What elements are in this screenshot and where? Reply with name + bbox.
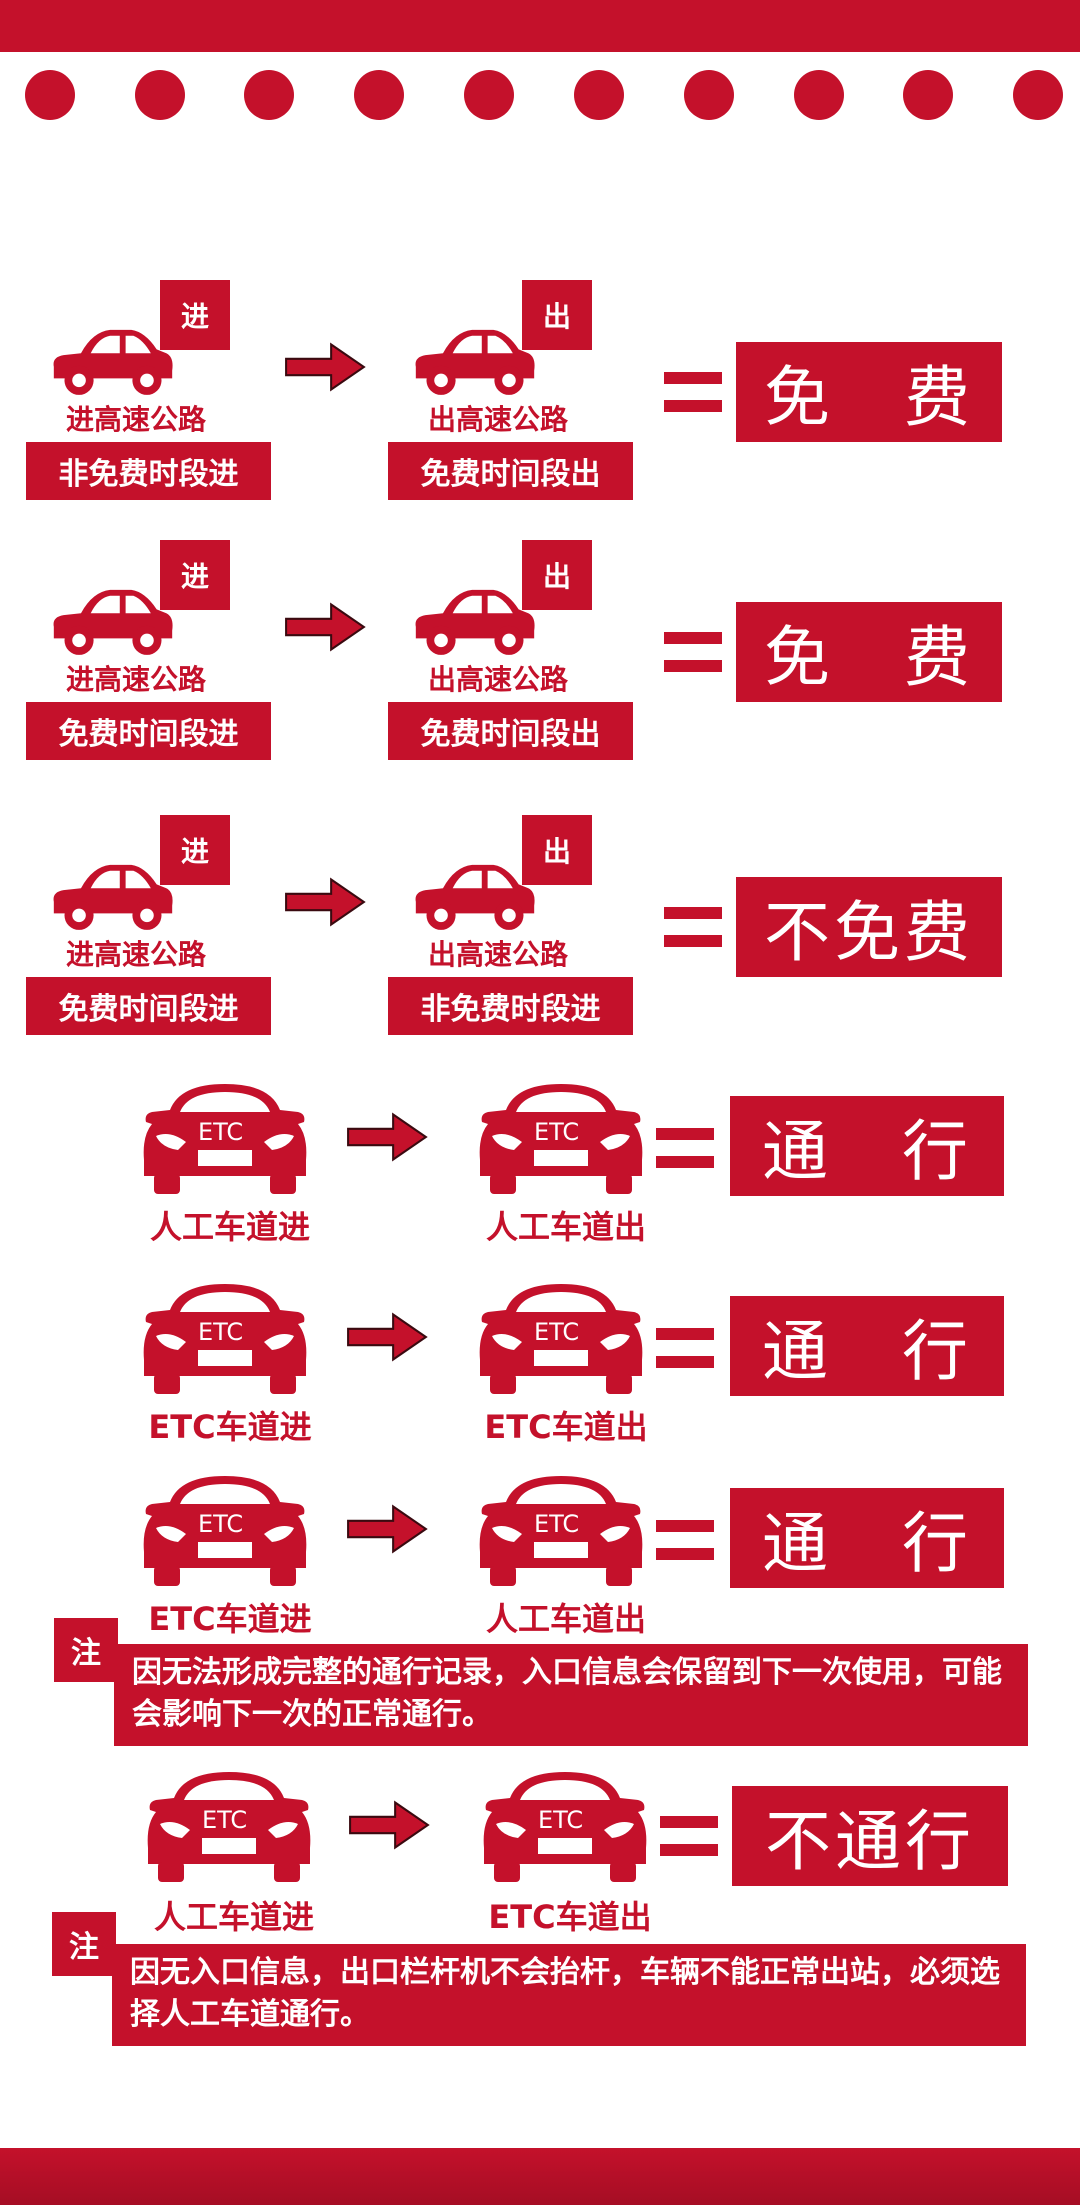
entry-time-label: 非免费时段进	[26, 442, 271, 500]
result-badge: 免 费	[736, 342, 1002, 442]
equals-icon	[664, 372, 722, 412]
right-arrow-icon	[347, 1313, 427, 1361]
car-side-icon	[415, 589, 535, 655]
result-badge: 不免费	[736, 877, 1002, 977]
car-side-icon	[415, 864, 535, 930]
car-side-icon	[53, 864, 173, 930]
equals-icon	[656, 1520, 714, 1560]
entry-lane-label: 人工车道进	[153, 1898, 314, 1936]
right-arrow-icon	[285, 878, 365, 926]
entry-time-label: 免费时间段进	[26, 977, 271, 1035]
entry-road-label: 进高速公路	[65, 663, 206, 696]
entry-group: 进 进高速公路 免费时间段进	[26, 540, 276, 770]
etc-row-3: ETC ETC车道进 ETC 人工车道出 通 行 注 因无法形成完整的通行记录，…	[0, 1472, 1080, 1772]
etc-row-1: ETC 人工车道进 ETC 人工车道出 通 行	[0, 1080, 1080, 1260]
car-side-icon	[53, 329, 173, 395]
bottom-banner	[0, 2148, 1080, 2205]
entry-lane-label: ETC车道进	[148, 1408, 312, 1446]
decorative-dots	[0, 70, 1080, 122]
etc-plate-label: ETC	[198, 1510, 244, 1538]
right-arrow-icon	[349, 1801, 429, 1849]
etc-plate-label: ETC	[538, 1806, 584, 1834]
entry-group: 进 进高速公路 免费时间段进	[26, 815, 276, 1045]
etc-plate-label: ETC	[534, 1118, 580, 1146]
dot	[684, 70, 734, 120]
toll-row-1: 进 进高速公路 非免费时段进 出 出高速公路 免费时间段出 免 费	[0, 280, 1080, 510]
toll-row-3: 进 进高速公路 免费时间段进 出 出高速公路 非免费时段进 不免费	[0, 815, 1080, 1045]
result-badge: 通 行	[730, 1096, 1004, 1196]
exit-group: 出 出高速公路 免费时间段出	[388, 280, 638, 510]
entry-tag: 进	[160, 280, 230, 350]
car-side-icon	[53, 589, 173, 655]
exit-tag: 出	[522, 540, 592, 610]
equals-icon	[664, 632, 722, 672]
exit-group: 出 出高速公路 非免费时段进	[388, 815, 638, 1045]
entry-tag: 进	[160, 815, 230, 885]
equals-icon	[656, 1328, 714, 1368]
note-tag: 注	[54, 1618, 118, 1682]
entry-tag: 进	[160, 540, 230, 610]
equals-icon	[660, 1816, 718, 1856]
result-badge: 通 行	[730, 1488, 1004, 1588]
result-badge: 免 费	[736, 602, 1002, 702]
note-text: 因无法形成完整的通行记录，入口信息会保留到下一次使用，可能会影响下一次的正常通行…	[114, 1644, 1028, 1746]
exit-tag: 出	[522, 815, 592, 885]
right-arrow-icon	[285, 603, 365, 651]
exit-time-label: 非免费时段进	[388, 977, 633, 1035]
etc-plate-label: ETC	[534, 1318, 580, 1346]
exit-lane-label: ETC车道出	[484, 1408, 648, 1446]
result-badge: 不通行	[732, 1786, 1008, 1886]
exit-lane-label: 人工车道出	[485, 1208, 646, 1246]
dot	[794, 70, 844, 120]
entry-group: 进 进高速公路 非免费时段进	[26, 280, 276, 510]
right-arrow-icon	[347, 1113, 427, 1161]
entry-lane-label: 人工车道进	[149, 1208, 310, 1246]
dot	[464, 70, 514, 120]
etc-plate-label: ETC	[202, 1806, 248, 1834]
equals-icon	[664, 907, 722, 947]
note-text: 因无入口信息，出口栏杆机不会抬杆，车辆不能正常出站，必须选择人工车道通行。	[112, 1944, 1026, 2046]
dot	[1013, 70, 1063, 120]
equals-icon	[656, 1128, 714, 1168]
dot	[25, 70, 75, 120]
etc-row-4: ETC 人工车道进 ETC ETC车道出 不通行 注 因无入口信息，出口栏杆机不…	[0, 1768, 1080, 2098]
dot	[135, 70, 185, 120]
exit-time-label: 免费时间段出	[388, 442, 633, 500]
etc-plate-label: ETC	[198, 1118, 244, 1146]
entry-road-label: 进高速公路	[65, 403, 206, 436]
right-arrow-icon	[285, 343, 365, 391]
etc-plate-label: ETC	[534, 1510, 580, 1538]
exit-time-label: 免费时间段出	[388, 702, 633, 760]
exit-lane-label: 人工车道出	[485, 1600, 646, 1638]
dot	[574, 70, 624, 120]
exit-road-label: 出高速公路	[427, 403, 568, 436]
exit-road-label: 出高速公路	[427, 938, 568, 971]
car-side-icon	[415, 329, 535, 395]
right-arrow-icon	[347, 1505, 427, 1553]
dot	[244, 70, 294, 120]
entry-lane-label: ETC车道进	[148, 1600, 312, 1638]
entry-time-label: 免费时间段进	[26, 702, 271, 760]
note-tag: 注	[52, 1912, 116, 1976]
exit-road-label: 出高速公路	[427, 663, 568, 696]
exit-lane-label: ETC车道出	[488, 1898, 652, 1936]
exit-tag: 出	[522, 280, 592, 350]
top-banner	[0, 0, 1080, 52]
dot	[354, 70, 404, 120]
etc-plate-label: ETC	[198, 1318, 244, 1346]
toll-row-2: 进 进高速公路 免费时间段进 出 出高速公路 免费时间段出 免 费	[0, 540, 1080, 770]
dot	[903, 70, 953, 120]
entry-road-label: 进高速公路	[65, 938, 206, 971]
exit-group: 出 出高速公路 免费时间段出	[388, 540, 638, 770]
etc-row-2: ETC ETC车道进 ETC ETC车道出 通 行	[0, 1280, 1080, 1460]
result-badge: 通 行	[730, 1296, 1004, 1396]
